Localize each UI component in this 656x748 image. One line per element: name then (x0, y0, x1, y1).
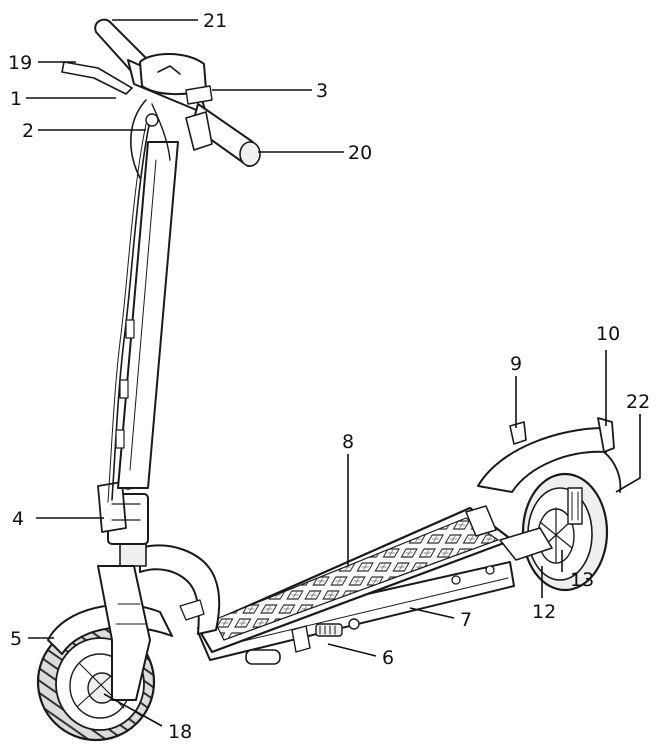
callout-18: 18 (168, 721, 192, 743)
front-neck (119, 539, 221, 635)
callout-4: 4 (12, 508, 24, 530)
callout-10: 10 (596, 323, 620, 345)
folding-mechanism (97, 474, 149, 545)
callout-7: 7 (460, 609, 472, 631)
callout-22: 22 (626, 391, 650, 413)
callout-9: 9 (510, 353, 522, 375)
callout-3: 3 (316, 80, 328, 102)
rear-swing-arm (465, 505, 553, 561)
rear-wheel (521, 472, 609, 592)
leader-22 (615, 414, 641, 493)
callout-5: 5 (10, 628, 22, 650)
stem (107, 119, 179, 503)
handlebar (61, 18, 261, 179)
callout-labels: 21 19 1 3 2 20 10 9 22 8 4 13 5 7 12 6 1… (8, 10, 650, 743)
front-fender (47, 565, 173, 701)
leader-7 (409, 607, 455, 619)
callout-21: 21 (203, 10, 227, 32)
callout-1: 1 (10, 88, 22, 110)
callout-13: 13 (570, 569, 594, 591)
leader-6 (327, 643, 377, 657)
callout-12: 12 (532, 601, 556, 623)
callout-8: 8 (342, 431, 354, 453)
leader-18 (103, 693, 163, 727)
callout-6: 6 (382, 647, 394, 669)
callout-19: 19 (8, 52, 32, 74)
deck (196, 506, 515, 665)
callout-20: 20 (348, 142, 372, 164)
leader-lines (26, 19, 641, 727)
rear-fender (477, 417, 622, 493)
callout-2: 2 (22, 120, 34, 142)
